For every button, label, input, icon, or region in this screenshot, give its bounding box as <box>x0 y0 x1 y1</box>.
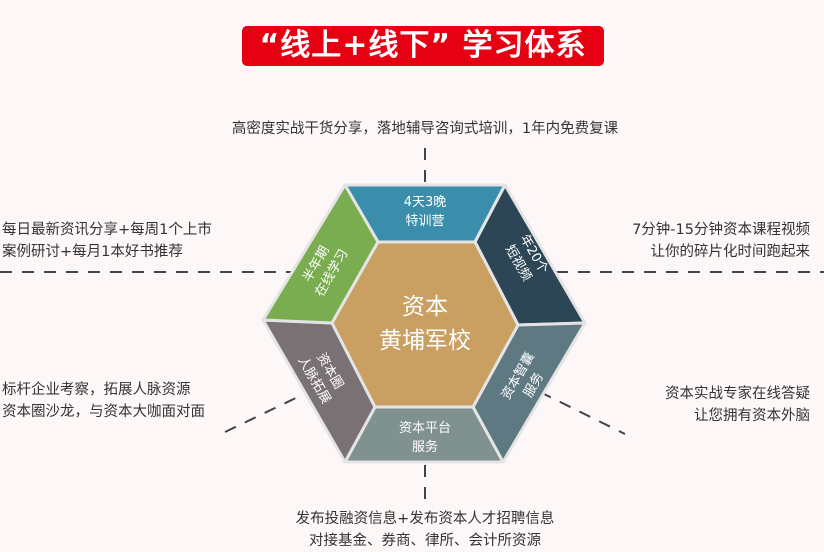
annotation-left-top: 每日最新资讯分享+每周1个上市 案例研讨+每月1本好书推荐 <box>2 219 212 263</box>
annotation-left-top-line1: 每日最新资讯分享+每周1个上市 <box>2 222 212 238</box>
center-line1: 资本 <box>402 294 448 320</box>
annotation-left-bottom-line2: 资本圈沙龙，与资本大咖面对面 <box>2 404 205 420</box>
annotation-bottom-line1: 发布投融资信息+发布资本人才招聘信息 <box>295 511 555 527</box>
annotation-left-bottom: 标杆企业考察，拓展人脉资源 资本圈沙龙，与资本大咖面对面 <box>2 379 205 423</box>
page-title: “线上+线下” 学习体系 <box>242 26 604 66</box>
segment-bottom-line1: 资本平台 <box>399 421 451 436</box>
annotation-right-bottom-line1: 资本实战专家在线答疑 <box>665 386 810 402</box>
segment-top-line1: 4天3晚 <box>404 195 447 210</box>
segment-bottom-line2: 服务 <box>412 439 438 455</box>
annotation-left-top-line2: 案例研讨+每月1本好书推荐 <box>2 244 183 260</box>
annotation-right-top-line2: 让你的碎片化时间跑起来 <box>650 244 811 260</box>
annotation-right-bottom-line2: 让您拥有资本外脑 <box>694 408 810 424</box>
connector-left-bottom <box>224 394 303 433</box>
annotation-right-top-line1: 7分钟-15分钟资本课程视频 <box>632 222 810 238</box>
segment-top-line2: 特训营 <box>405 214 444 229</box>
annotation-right-top: 7分钟-15分钟资本课程视频 让你的碎片化时间跑起来 <box>632 219 810 263</box>
annotation-bottom-line2: 对接基金、券商、律所、会计所资源 <box>309 533 541 549</box>
annotation-bottom: 发布投融资信息+发布资本人才招聘信息 对接基金、券商、律所、会计所资源 <box>0 508 824 552</box>
connector-right-bottom <box>539 391 626 435</box>
annotation-right-bottom: 资本实战专家在线答疑 让您拥有资本外脑 <box>665 383 810 427</box>
center-hexagon <box>330 240 520 409</box>
annotation-left-bottom-line1: 标杆企业考察，拓展人脉资源 <box>2 382 191 398</box>
annotation-top: 高密度实战干货分享，落地辅导咨询式培训，1年内免费复课 <box>231 121 619 137</box>
center-line2: 黄埔军校 <box>379 328 471 354</box>
connector-lines <box>0 148 824 505</box>
